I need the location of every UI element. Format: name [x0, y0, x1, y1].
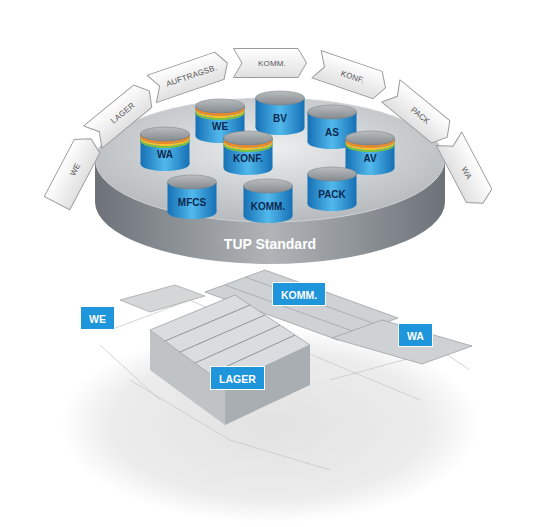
module-cylinder: WA — [140, 126, 190, 172]
rack-row — [165, 305, 250, 341]
node-label: KONF. — [233, 153, 263, 165]
process-chevron: WA — [436, 131, 497, 210]
process-chevron: AUFTRAGSB. — [146, 49, 232, 104]
cylinder-top — [224, 131, 273, 145]
cylinder-top — [168, 175, 217, 189]
rack-row — [195, 325, 280, 363]
floor-plan-lines — [100, 300, 470, 470]
area-tag: LAGER — [210, 366, 265, 390]
node-label: WE — [89, 313, 106, 325]
process-chevron: KOMM. — [233, 48, 307, 78]
chevron-outline — [44, 132, 104, 210]
module-cylinder: AV — [345, 130, 395, 176]
chevron-outline — [311, 51, 389, 102]
shipping-conveyor — [332, 320, 472, 364]
chevron-outline — [437, 132, 497, 210]
node-label: AS — [325, 127, 339, 139]
receiving-area — [120, 285, 205, 312]
cylinder-top — [346, 131, 395, 145]
node-label: KOMM. — [281, 289, 317, 301]
node-label: LAGER — [219, 373, 256, 385]
area-tag: WA — [398, 323, 433, 347]
area-tag: KOMM. — [272, 282, 326, 306]
process-chevron: KONF. — [311, 50, 391, 102]
node-label: WA — [157, 149, 173, 161]
module-cylinder: KONF. — [223, 130, 273, 176]
rack-rows — [165, 305, 295, 374]
node-label: TUP Standard — [95, 236, 445, 252]
cylinder-top — [308, 167, 357, 181]
node-label: BV — [273, 113, 287, 125]
node-label: WE — [212, 121, 228, 133]
module-cylinder: BV — [255, 90, 305, 136]
cylinder-top — [141, 127, 190, 141]
module-cylinder: KOMM. — [243, 178, 293, 224]
rack-row — [180, 315, 265, 352]
cylinder-top — [196, 99, 245, 113]
node-label: WA — [407, 330, 424, 342]
process-chevron: WE — [43, 131, 104, 210]
node-label: PACK — [318, 189, 346, 201]
module-cylinder: MFCS — [167, 174, 217, 220]
module-cylinder: PACK — [307, 166, 357, 212]
cylinder-top — [308, 105, 357, 119]
cylinder-top — [256, 91, 305, 105]
node-label: KOMM. — [258, 59, 286, 68]
area-tag: WE — [80, 306, 115, 330]
platform-top — [96, 98, 445, 222]
cylinder-top — [244, 179, 293, 193]
chevron-outline — [234, 49, 307, 78]
node-label: AV — [363, 153, 376, 165]
chevron-outline — [147, 50, 232, 103]
node-label: KOMM. — [251, 201, 285, 213]
platform-disc: TUP Standard WE BV AS WA KONF. AV MFCS KOMM. PACK — [95, 90, 445, 275]
node-label: MFCS — [178, 197, 206, 209]
